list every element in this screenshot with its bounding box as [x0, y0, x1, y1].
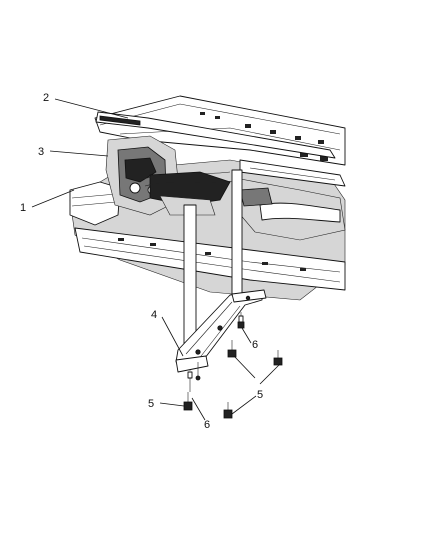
callout-5-left: 5 — [148, 398, 154, 410]
vehicle-body-assembly — [69, 95, 346, 301]
callouts: 2 3 1 4 6 5 5 6 — [20, 92, 263, 431]
callout-6-lower: 6 — [204, 419, 210, 431]
leader-lines — [31, 98, 281, 421]
fasteners — [183, 312, 283, 419]
support-bracket — [175, 169, 267, 373]
bolt-mid — [227, 340, 237, 358]
stud-bolt-lower — [187, 371, 193, 392]
callout-6-upper: 6 — [252, 339, 258, 351]
callout-5-right: 5 — [257, 389, 263, 401]
callout-4: 4 — [151, 309, 157, 321]
callout-3: 3 — [38, 146, 44, 158]
bolt-right — [273, 350, 283, 366]
bolt-lower-left — [183, 392, 193, 411]
callout-2: 2 — [43, 92, 49, 104]
stud-bolt-upper — [237, 312, 245, 329]
bolt-lower-middle — [223, 402, 233, 419]
callout-1: 1 — [20, 202, 26, 214]
stud-bracket — [195, 362, 201, 381]
